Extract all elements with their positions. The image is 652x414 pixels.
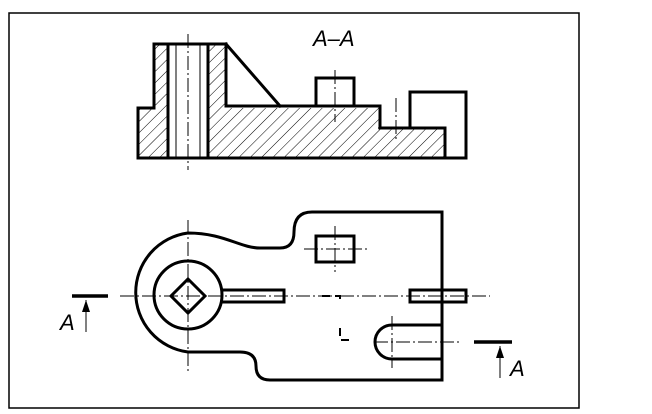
section-hatch xyxy=(138,44,445,158)
cutting-plane-right: A xyxy=(474,340,525,381)
hidden-step xyxy=(322,295,350,341)
section-view: A–A xyxy=(136,26,468,170)
plate-outline xyxy=(134,210,444,382)
cutting-plane-left: A xyxy=(58,294,108,335)
section-label: A–A xyxy=(311,26,355,51)
cutting-plane-label-left: A xyxy=(58,310,75,335)
rib-edge xyxy=(223,41,283,109)
drawing-border xyxy=(8,12,580,409)
cutting-plane-label-right: A xyxy=(508,356,525,381)
right-step xyxy=(408,90,468,160)
section-outline xyxy=(136,42,447,160)
top-view xyxy=(120,210,490,382)
